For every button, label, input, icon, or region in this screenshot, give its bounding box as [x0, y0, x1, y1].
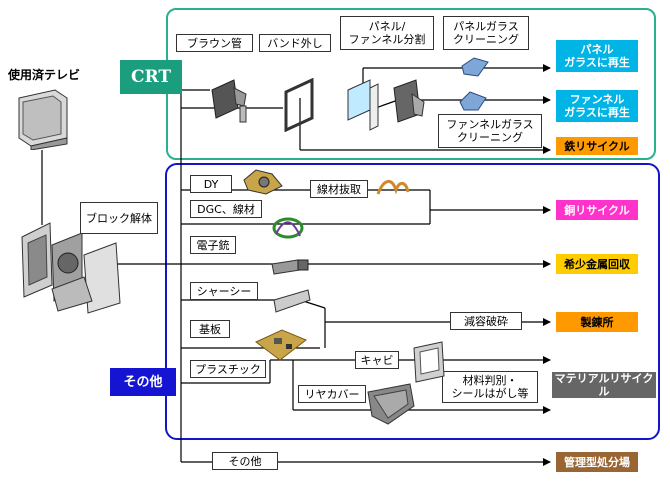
disassembled-tv-icon [21, 222, 121, 314]
crt-tube-icon [211, 79, 247, 123]
dgc-coil-icon [272, 217, 304, 239]
material-recycle-dest: マテリアルリサイクル [552, 372, 656, 398]
other-section-frame [165, 163, 660, 440]
dy-label: DY [190, 175, 232, 193]
band-frame-icon [284, 78, 314, 132]
smelter-dest: 製錬所 [556, 312, 638, 332]
split-tube-icon [369, 79, 425, 131]
wire-extract-label: 線材抜取 [310, 180, 368, 198]
deflection-yoke-icon [243, 169, 283, 195]
plastic-label: プラスチック [190, 360, 266, 378]
electron-gun-label: 電子銃 [190, 236, 236, 254]
other-items-label: その他 [212, 452, 278, 470]
panel-glass-icon [461, 57, 489, 77]
block-disassembly-label: ブロック解体 [80, 202, 158, 234]
funnel-glass-icon [459, 91, 487, 111]
braun-tube-label: ブラウン管 [176, 34, 253, 52]
cabinet-icon [413, 341, 445, 383]
band-removal-label: バンド外し [259, 34, 331, 52]
panel-glass-regen-dest: パネル ガラスに再生 [556, 40, 638, 72]
copper-recycle-dest: 銅リサイクル [556, 200, 638, 220]
chassis-icon [273, 289, 311, 313]
board-label: 基板 [190, 320, 230, 338]
volume-reduction-shred-label: 減容破砕 [450, 312, 522, 330]
rear-cover-icon [367, 383, 415, 425]
funnel-glass-regen-dest: ファンネル ガラスに再生 [556, 90, 638, 122]
funnel-glass-cleaning-label: ファンネルガラス クリーニング [438, 114, 542, 148]
cabinet-label: キャビ [355, 351, 399, 369]
electron-gun-icon [271, 259, 309, 275]
rare-metal-recovery-dest: 希少金属回収 [556, 254, 638, 274]
other-tag: その他 [110, 368, 176, 396]
crt-tag: CRT [120, 60, 182, 94]
panel-funnel-split-label: パネル/ ファンネル分割 [340, 16, 434, 50]
circuit-board-icon [255, 329, 307, 361]
iron-recycle-dest: 鉄リサイクル [556, 137, 638, 155]
tv-icon [18, 89, 68, 150]
dgc-wire-label: DGC、線材 [190, 200, 262, 218]
controlled-landfill-dest: 管理型処分場 [556, 452, 638, 472]
rear-cover-label: リヤカバー [298, 385, 366, 403]
material-sorting-label: 材料判別・ シールはがし等 [442, 371, 538, 403]
wire-bundle-icon [376, 180, 410, 195]
chassis-label: シャーシー [190, 282, 258, 300]
panel-glass-cleaning-label: パネルガラス クリーニング [443, 16, 529, 50]
used-tv-label: 使用済テレビ [8, 68, 81, 82]
